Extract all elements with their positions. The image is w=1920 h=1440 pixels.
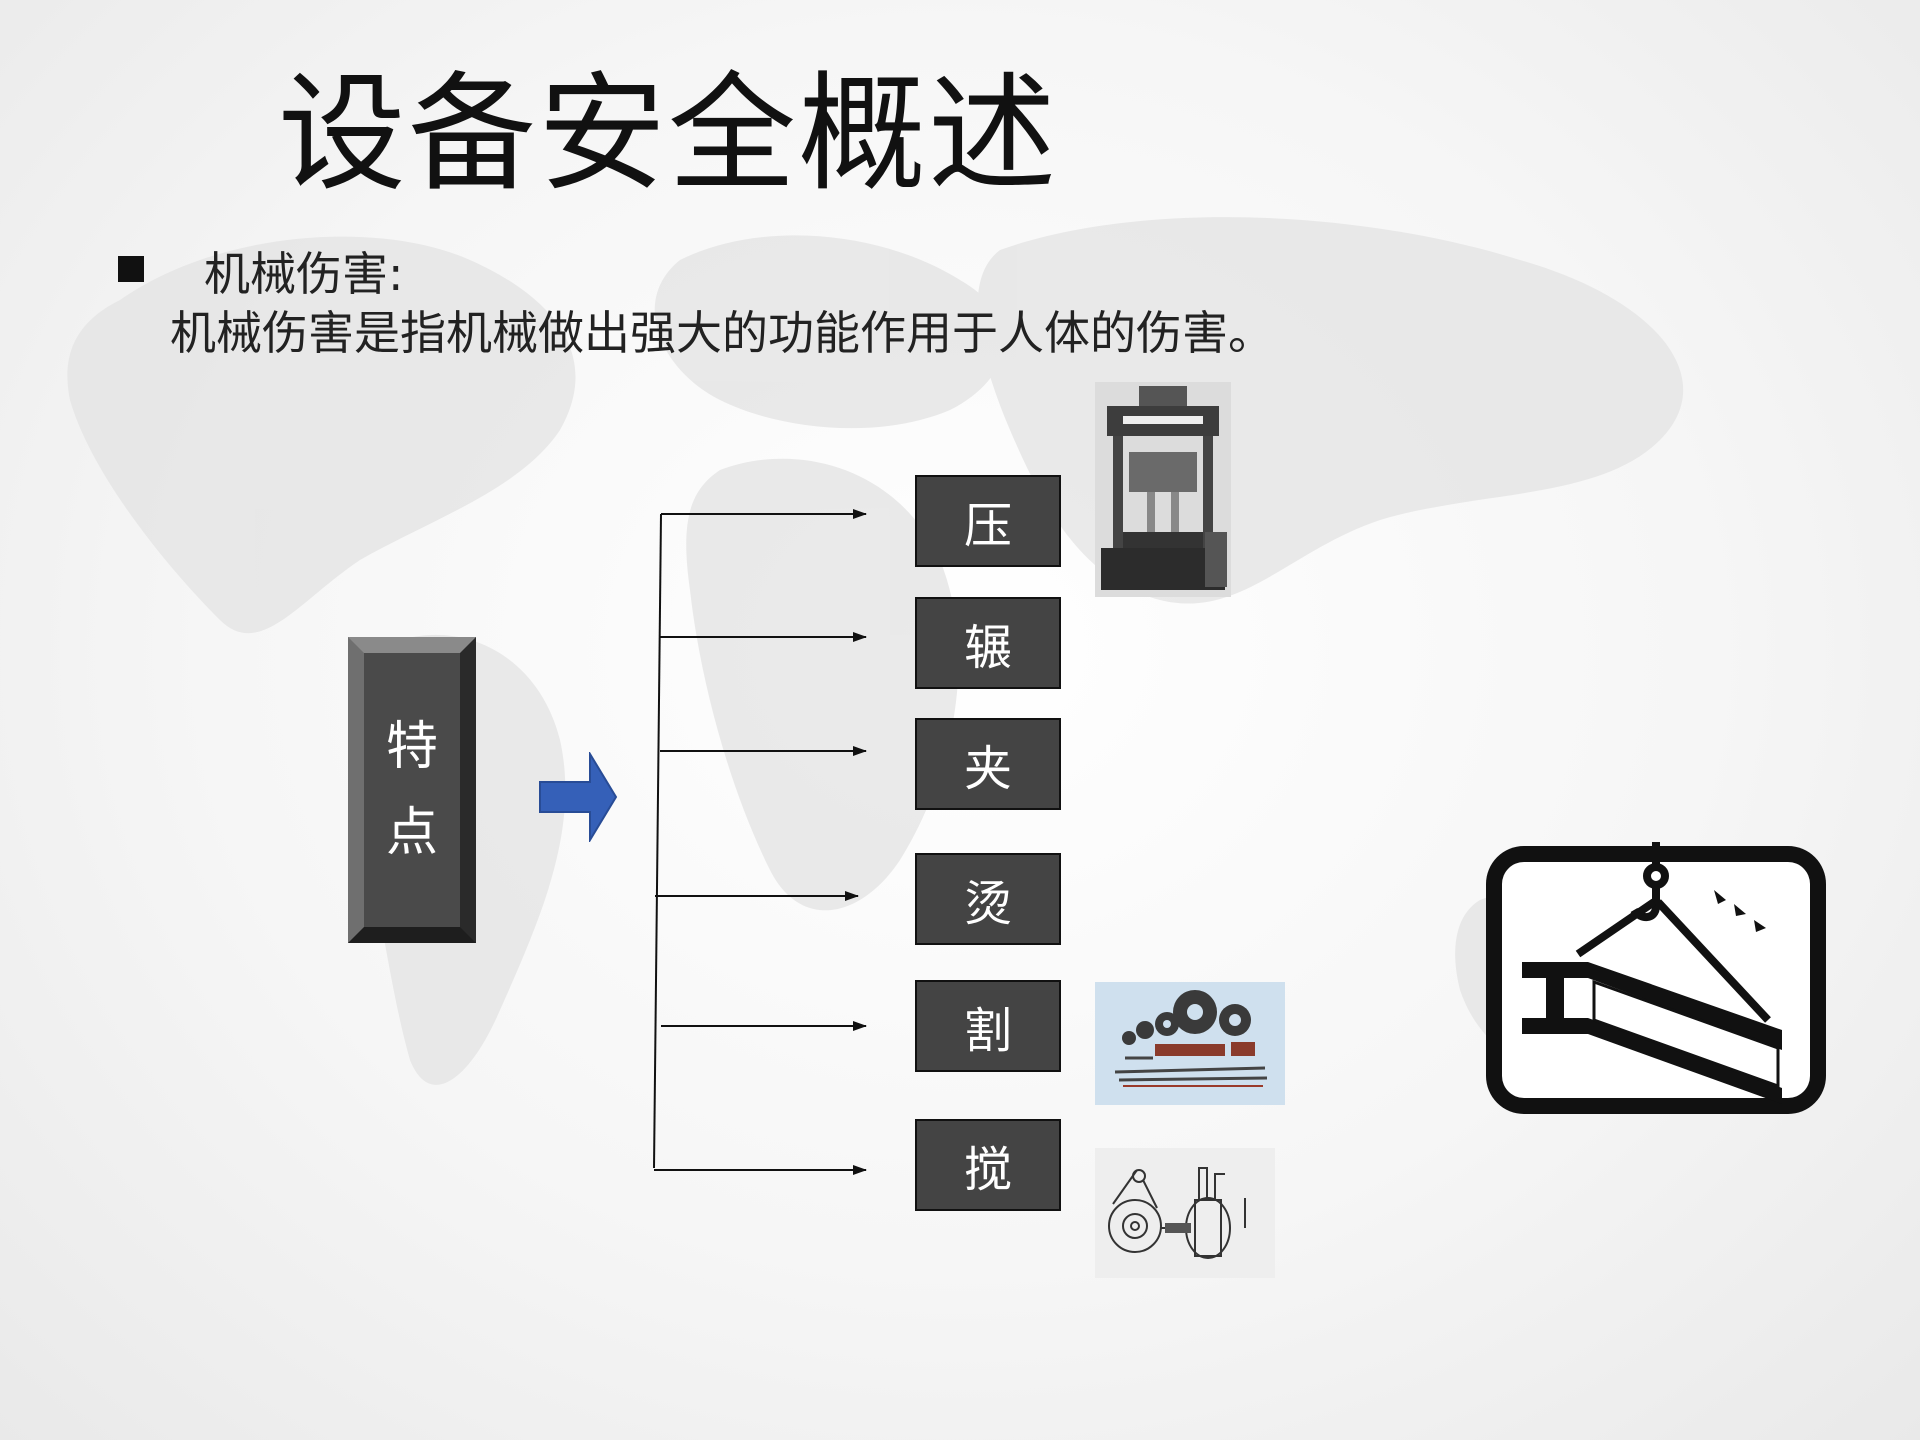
characteristics-char-2: 点 [385,803,438,863]
hanging-load-warning-icon [1486,842,1826,1114]
blue-arrow-icon [539,752,618,842]
bullet-square-icon [118,256,144,282]
hazard-box-press: 压 [915,475,1061,567]
bullet-heading: 机械伤害: [204,247,404,301]
hazard-box-burn: 烫 [915,853,1061,945]
slide-title: 设备安全概述 [278,60,1059,209]
characteristics-box: 特 点 [348,637,476,943]
bullet-description: 机械伤害是指机械做出强大的功能作用于人体的伤害。 [170,306,1274,360]
characteristics-char-1: 特 [385,717,438,777]
hazard-box-pinch: 夹 [915,718,1061,810]
hydraulic-press-image [1095,382,1231,597]
hazard-box-stir: 搅 [915,1119,1061,1211]
belt-pulley-image [1095,1148,1275,1278]
cutting-tools-image [1095,982,1285,1105]
hazard-box-roll: 辗 [915,597,1061,689]
hazard-box-cut: 割 [915,980,1061,1072]
